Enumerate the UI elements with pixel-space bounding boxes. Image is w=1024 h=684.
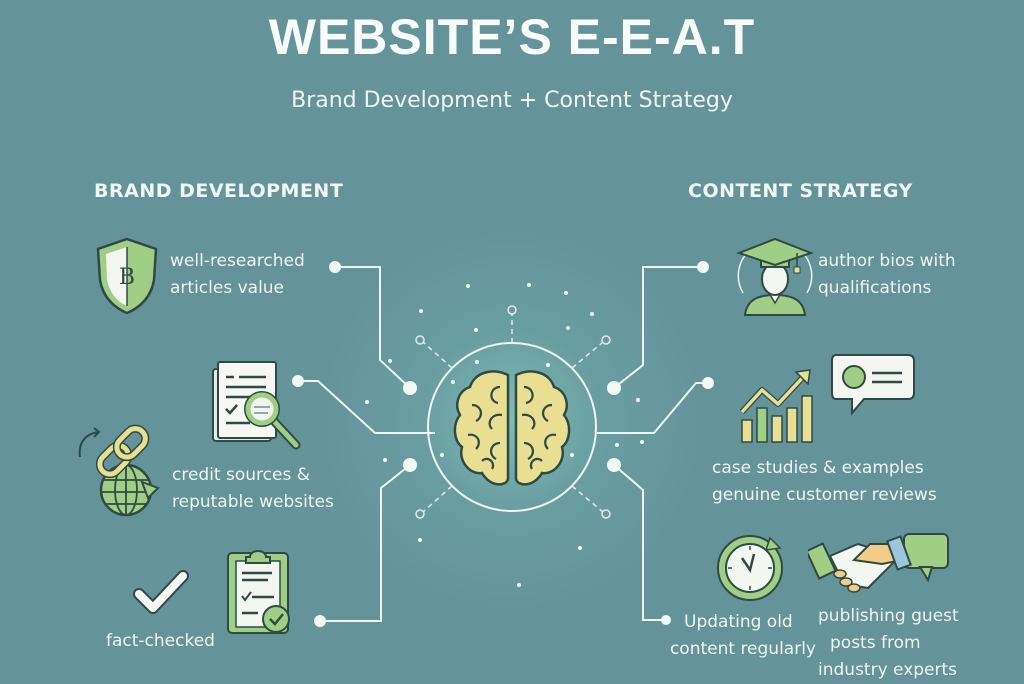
content-strategy-heading: CONTENT STRATEGY xyxy=(688,180,913,202)
label-author-bios: author bios with qualifications xyxy=(818,248,956,302)
document-magnifier-icon xyxy=(212,361,301,450)
checkmark-icon xyxy=(133,570,189,614)
page-title: WEBSITE’S E-E-A.T xyxy=(268,9,756,65)
page-subtitle: Brand Development + Content Strategy xyxy=(291,88,733,113)
label-line: industry experts xyxy=(818,660,958,680)
label-line: well-researched xyxy=(170,251,305,271)
label-line: qualifications xyxy=(818,278,932,298)
clock-refresh-icon xyxy=(717,535,783,601)
brain-icon xyxy=(453,370,571,486)
label-well-researched: well-researched articles value xyxy=(170,248,305,302)
chain-link-globe-icon xyxy=(78,424,160,517)
brand-development-heading: BRAND DEVELOPMENT xyxy=(94,180,344,202)
clipboard-check-icon xyxy=(227,550,290,634)
label-line: case studies & examples xyxy=(712,458,924,478)
label-line: genuine customer reviews xyxy=(712,485,937,505)
label-line: content regularly xyxy=(669,639,816,659)
label-line: credit sources & xyxy=(172,465,310,485)
label-line: reputable websites xyxy=(172,492,334,512)
growth-chart-icon xyxy=(739,369,813,443)
label-line: publishing guest xyxy=(818,606,959,626)
label-line: Updating old xyxy=(684,612,793,632)
svg-text:B: B xyxy=(119,265,135,290)
label-line: posts from xyxy=(830,633,921,653)
label-guest-posts: publishing guest posts from industry exp… xyxy=(818,603,959,684)
graduate-avatar-icon xyxy=(736,237,814,316)
label-updating-content: Updating old content regularly xyxy=(668,609,816,663)
handshake-icon xyxy=(808,533,949,593)
shield-b-icon: B xyxy=(96,237,158,315)
label-line: articles value xyxy=(170,278,285,298)
label-line: author bios with xyxy=(818,251,956,271)
label-line: fact-checked xyxy=(106,631,215,651)
label-case-studies: case studies & examples genuine customer… xyxy=(712,455,937,509)
label-credit-sources: credit sources & reputable websites xyxy=(172,462,334,516)
review-bubble-icon xyxy=(831,354,915,416)
label-fact-checked: fact-checked xyxy=(106,628,215,655)
